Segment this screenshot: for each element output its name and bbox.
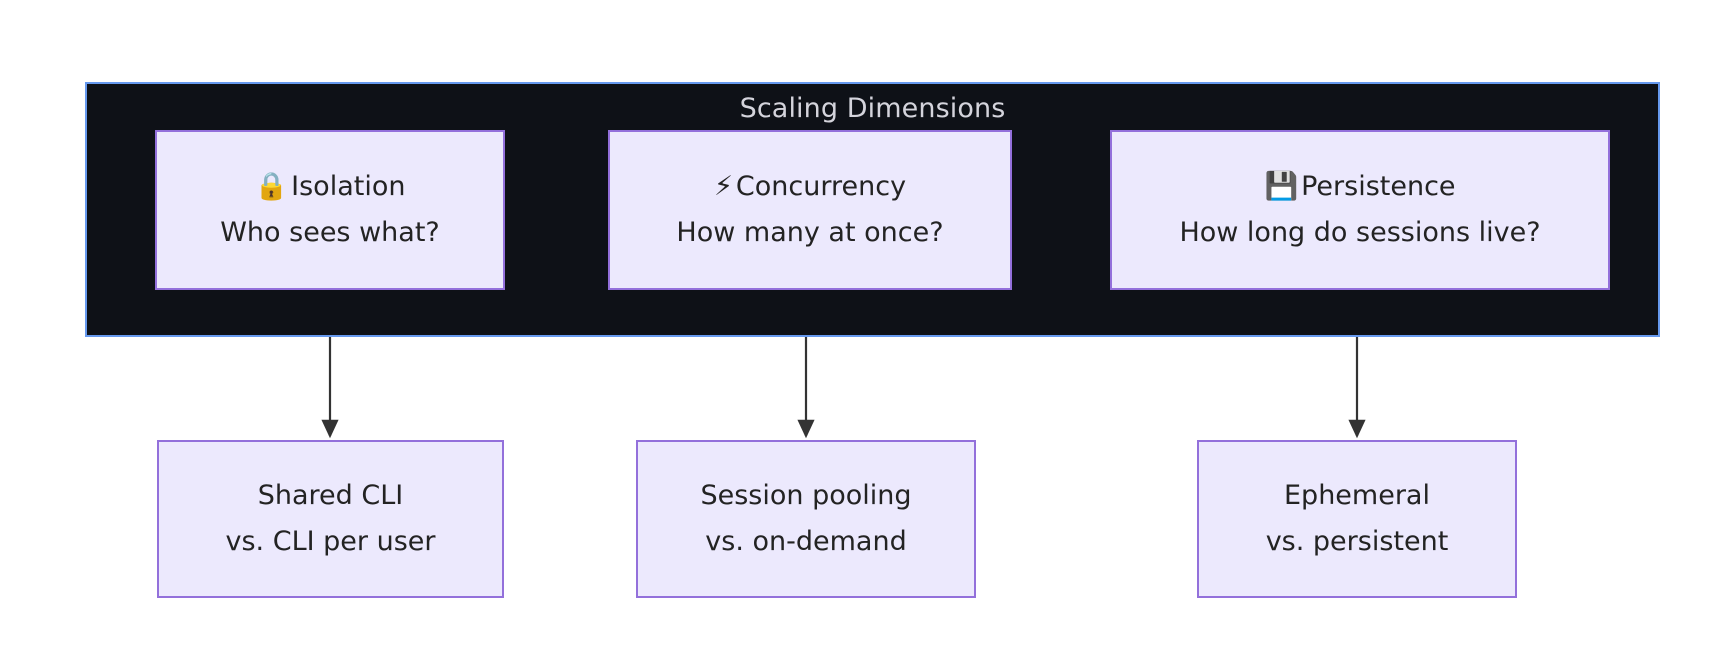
node-ephemeral[interactable]: Ephemeral vs. persistent [1197,440,1517,598]
node-session-pooling-line1: Session pooling [700,480,912,511]
node-shared-cli-line1: Shared CLI [257,480,404,511]
node-ephemeral-line2: vs. persistent [1265,526,1449,557]
lock-emoji: 🔒 [254,171,289,202]
node-shared-cli-line2: vs. CLI per user [225,526,436,557]
node-shared-cli[interactable]: Shared CLI vs. CLI per user [157,440,504,598]
node-isolation-heading: 🔒Isolation [255,164,406,210]
node-concurrency-subtext: How many at once? [676,217,944,248]
node-ephemeral-line1: Ephemeral [1284,480,1430,511]
node-concurrency-heading-text: Concurrency [735,171,907,202]
node-persistence[interactable]: 💾Persistence How long do sessions live? [1110,130,1610,290]
floppy-disk-emoji: 💾 [1264,171,1299,202]
node-concurrency[interactable]: ⚡Concurrency How many at once? [608,130,1012,290]
high-voltage-emoji: ⚡ [713,171,733,202]
node-session-pooling-line2: vs. on-demand [705,526,907,557]
node-isolation[interactable]: 🔒Isolation Who sees what? [155,130,505,290]
subgraph-title: Scaling Dimensions [739,93,1006,124]
node-persistence-heading-text: Persistence [1301,171,1456,202]
node-session-pooling[interactable]: Session pooling vs. on-demand [636,440,976,598]
node-persistence-subtext: How long do sessions live? [1179,217,1541,248]
node-concurrency-heading: ⚡Concurrency [714,164,906,210]
node-isolation-heading-text: Isolation [291,171,406,202]
node-persistence-heading: 💾Persistence [1264,164,1455,210]
node-isolation-subtext: Who sees what? [220,217,440,248]
